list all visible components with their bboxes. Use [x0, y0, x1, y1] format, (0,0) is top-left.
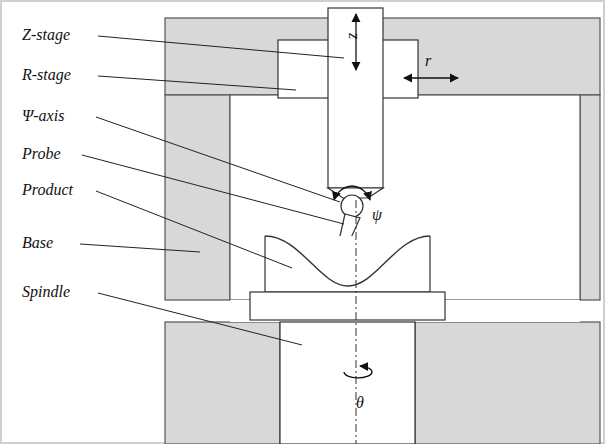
axis-symbol: z	[345, 33, 363, 39]
axis-symbol: ψ	[372, 206, 382, 224]
part-label: Spindle	[22, 283, 70, 301]
part-label: Z-stage	[22, 26, 70, 44]
part-label: Product	[22, 181, 73, 199]
axis-symbol: θ	[356, 394, 364, 412]
part-label: Ψ-axis	[22, 107, 64, 125]
part-label: Base	[22, 234, 53, 252]
axis-symbol: r	[425, 52, 431, 70]
part-label: Probe	[22, 145, 61, 163]
part-label: R-stage	[22, 66, 71, 84]
